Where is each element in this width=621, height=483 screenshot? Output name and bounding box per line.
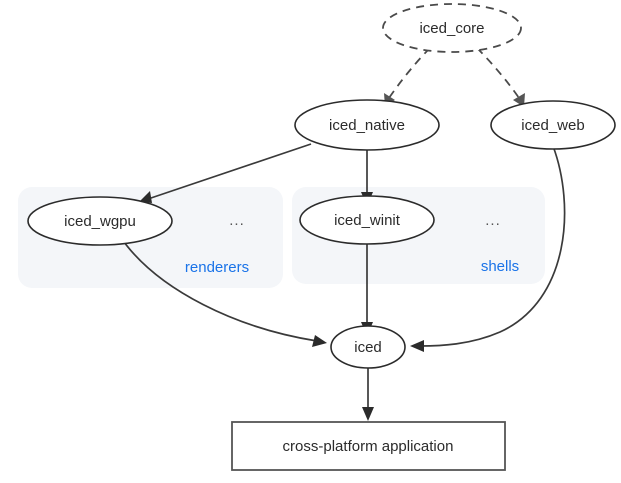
node-iced-label: iced [354, 339, 382, 356]
node-iced-web[interactable]: iced_web [490, 100, 616, 150]
renderers-more-ellipsis: ... [229, 212, 245, 229]
node-iced-web-label: iced_web [521, 117, 584, 134]
edge-core-to-web [476, 47, 525, 107]
node-iced-native[interactable]: iced_native [294, 99, 440, 151]
node-iced-winit-label: iced_winit [334, 212, 401, 229]
node-iced-winit-shape[interactable] [299, 195, 435, 245]
node-iced-wgpu[interactable]: iced_wgpu [27, 196, 173, 246]
node-iced-native-shape[interactable] [294, 99, 440, 151]
edge-iced-to-app [362, 368, 374, 421]
node-cross-platform-application[interactable]: cross-platform application [231, 421, 506, 471]
node-iced-winit[interactable]: iced_winit [299, 195, 435, 245]
node-app-shape[interactable] [231, 421, 506, 471]
node-iced-wgpu-label: iced_wgpu [64, 213, 136, 230]
cluster-shells-label: shells [481, 258, 519, 275]
node-iced-core-shape[interactable] [382, 3, 522, 53]
cluster-renderers-label: renderers [185, 259, 249, 276]
edge-wgpu-to-iced [123, 241, 327, 347]
node-iced-core-label: iced_core [419, 20, 484, 37]
node-iced-web-shape[interactable] [490, 100, 616, 150]
edge-core-to-native [384, 47, 431, 107]
node-iced-shape[interactable] [330, 325, 406, 369]
shells-more-ellipsis: ... [485, 212, 501, 229]
node-iced-native-label: iced_native [329, 117, 405, 134]
node-app-label: cross-platform application [283, 438, 454, 455]
node-iced-core[interactable]: iced_core [382, 3, 522, 53]
node-iced[interactable]: iced [330, 325, 406, 369]
node-iced-wgpu-shape[interactable] [27, 196, 173, 246]
edge-native-to-wgpu [139, 143, 312, 203]
edge-web-to-iced [410, 145, 566, 352]
